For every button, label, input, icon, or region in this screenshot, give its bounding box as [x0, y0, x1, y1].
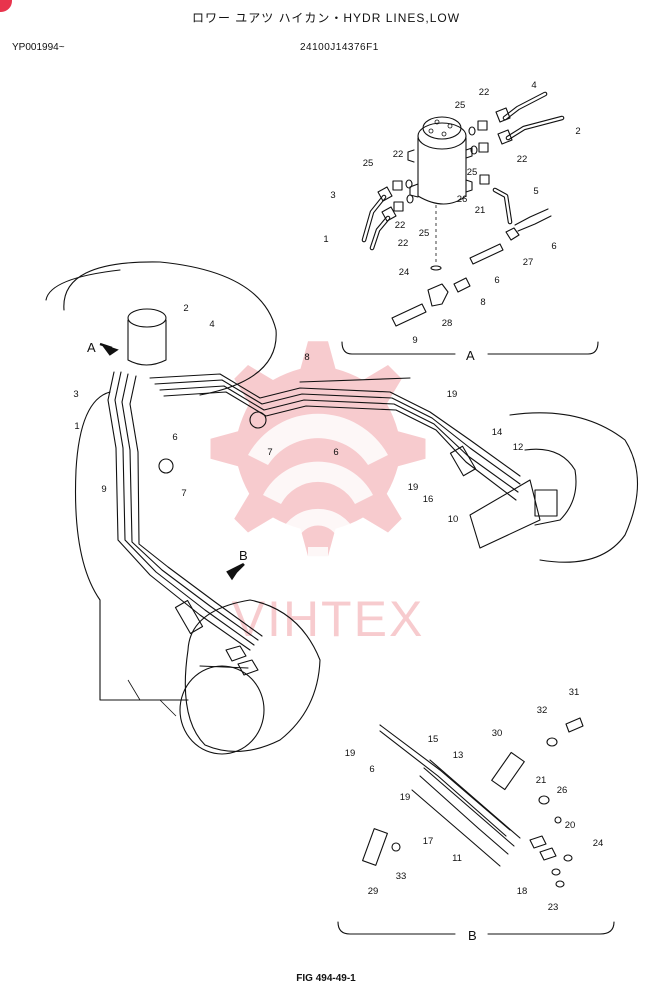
callout-main-9: 9	[101, 484, 106, 495]
view-a-label: A	[466, 348, 475, 363]
callout-view-b-19: 19	[345, 748, 356, 759]
arrow-a-label: A	[87, 340, 96, 355]
callout-view-a-22: 22	[479, 87, 490, 98]
callout-view-a-22: 22	[517, 154, 528, 165]
callout-view-a-3: 3	[330, 190, 335, 201]
callout-view-b-21: 21	[536, 775, 547, 786]
callout-view-a-24: 24	[399, 267, 410, 278]
main-assembly	[45, 261, 638, 755]
callout-view-b-13: 13	[453, 750, 464, 761]
callout-view-a-8: 8	[480, 297, 485, 308]
callout-view-a-26: 26	[457, 194, 468, 205]
serial-range: YP001994~	[12, 42, 65, 53]
callout-view-b-15: 15	[428, 734, 439, 745]
callout-main-8: 8	[304, 352, 309, 363]
callout-main-4: 4	[209, 319, 214, 330]
callout-view-b-26: 26	[557, 785, 568, 796]
callout-view-a-2: 2	[575, 126, 580, 137]
callout-view-a-25: 25	[467, 167, 478, 178]
callout-view-b-29: 29	[368, 886, 379, 897]
watermark-text: VIHTEX	[232, 591, 425, 647]
callout-view-a-1: 1	[323, 234, 328, 245]
callout-view-b-17: 17	[423, 836, 434, 847]
callout-view-b-11: 11	[452, 853, 462, 864]
callout-main-7: 7	[181, 488, 186, 499]
callout-main-14: 14	[492, 427, 503, 438]
arrow-a-icon	[99, 342, 119, 356]
arrow-b-icon	[226, 562, 245, 581]
callout-main-7: 7	[267, 447, 272, 458]
callout-view-b-19: 19	[400, 792, 411, 803]
callout-view-a-6: 6	[551, 241, 556, 252]
callout-view-a-22: 22	[395, 220, 406, 231]
diagram-code: 24100J14376F1	[300, 42, 379, 53]
callout-view-a-28: 28	[442, 318, 453, 329]
callout-view-a-25: 25	[455, 100, 466, 111]
callout-view-a-9: 9	[412, 335, 417, 346]
callout-main-19: 19	[408, 482, 419, 493]
callout-main-1: 1	[74, 421, 79, 432]
callout-main-16: 16	[423, 494, 434, 505]
view-b-label: B	[468, 928, 477, 943]
callout-view-b-32: 32	[537, 705, 548, 716]
view-a-detail	[341, 91, 599, 355]
callout-view-a-21: 21	[475, 205, 486, 216]
callout-main-3: 3	[73, 389, 78, 400]
callout-view-a-25: 25	[419, 228, 430, 239]
callout-main-12: 12	[513, 442, 524, 453]
callout-view-b-18: 18	[517, 886, 528, 897]
callout-view-b-24: 24	[593, 838, 604, 849]
callout-view-a-5: 5	[533, 186, 538, 197]
arrow-b-label: B	[239, 548, 248, 563]
callout-view-a-6: 6	[494, 275, 499, 286]
callout-main-6: 6	[333, 447, 338, 458]
callout-main-10: 10	[448, 514, 459, 525]
callout-view-b-23: 23	[548, 902, 559, 913]
callout-main-2: 2	[183, 303, 188, 314]
callout-view-a-22: 22	[398, 238, 409, 249]
callout-view-b-6: 6	[369, 764, 374, 775]
view-b-detail	[337, 717, 615, 935]
callout-main-6: 6	[172, 432, 177, 443]
callout-view-a-27: 27	[523, 257, 534, 268]
callout-view-a-22: 22	[393, 149, 404, 160]
watermark-logo: VIHTEX	[210, 341, 426, 647]
callout-view-a-25: 25	[363, 158, 374, 169]
figure-number: FIG 494-49-1	[296, 973, 356, 984]
callout-view-b-33: 33	[396, 871, 407, 882]
callout-main-19: 19	[447, 389, 458, 400]
callout-view-b-31: 31	[569, 687, 580, 698]
callout-view-a-4: 4	[531, 80, 536, 91]
page-title: ロワー ユアツ ハイカン・HYDR LINES,LOW	[191, 11, 461, 25]
callout-view-b-30: 30	[492, 728, 503, 739]
callout-view-b-20: 20	[565, 820, 576, 831]
